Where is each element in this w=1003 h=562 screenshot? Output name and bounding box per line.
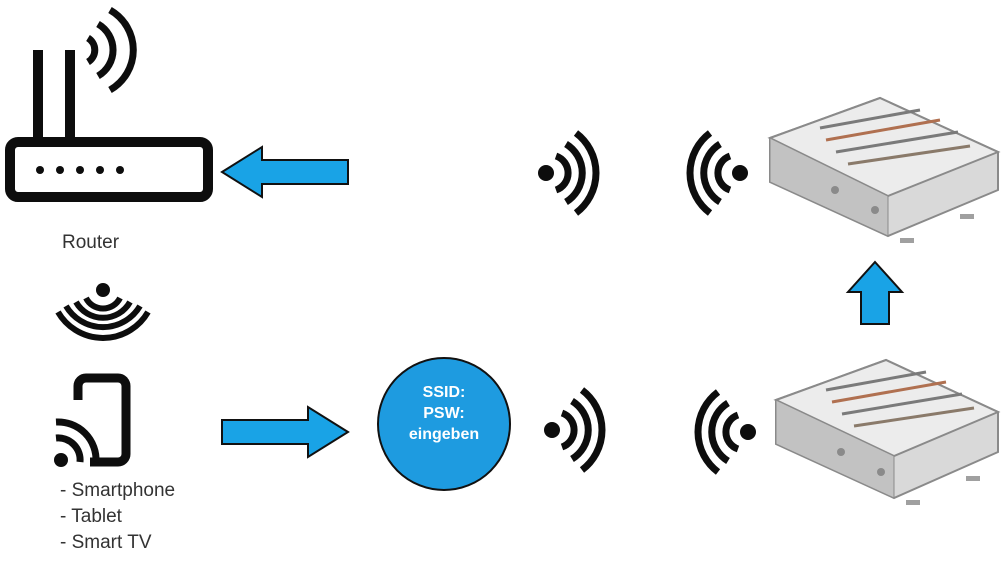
arrow-right-to-bubble	[221, 405, 350, 459]
arrow-left-to-router	[220, 145, 349, 199]
device-box-bottom	[773, 358, 1001, 505]
router-icon	[5, 6, 213, 202]
wifi-down-icon	[55, 283, 151, 341]
device-item-smart-tv: - Smart TV	[60, 532, 152, 553]
ssid-line: SSID:	[422, 384, 466, 401]
device-list: - Smartphone - Tablet - Smart TV	[60, 478, 175, 556]
cast-device-icon	[54, 373, 131, 470]
wifi-signal-right-bottom-icon	[544, 387, 606, 473]
device-item-tablet: - Tablet	[60, 506, 122, 527]
router-label: Router	[62, 232, 120, 253]
credentials-text: SSID: PSW: eingeben	[382, 382, 506, 445]
eingeben-line: eingeben	[408, 426, 480, 443]
arrow-up-between-boxes	[845, 260, 905, 325]
psw-line: PSW:	[423, 405, 465, 422]
wifi-signal-right-top-icon	[538, 130, 600, 216]
wifi-signal-left-bottom-icon	[694, 389, 756, 475]
wifi-signal-left-top-icon	[686, 130, 748, 216]
device-box-top	[767, 96, 1001, 243]
credentials-bubble	[377, 357, 511, 491]
device-item-smartphone: - Smartphone	[60, 480, 176, 501]
